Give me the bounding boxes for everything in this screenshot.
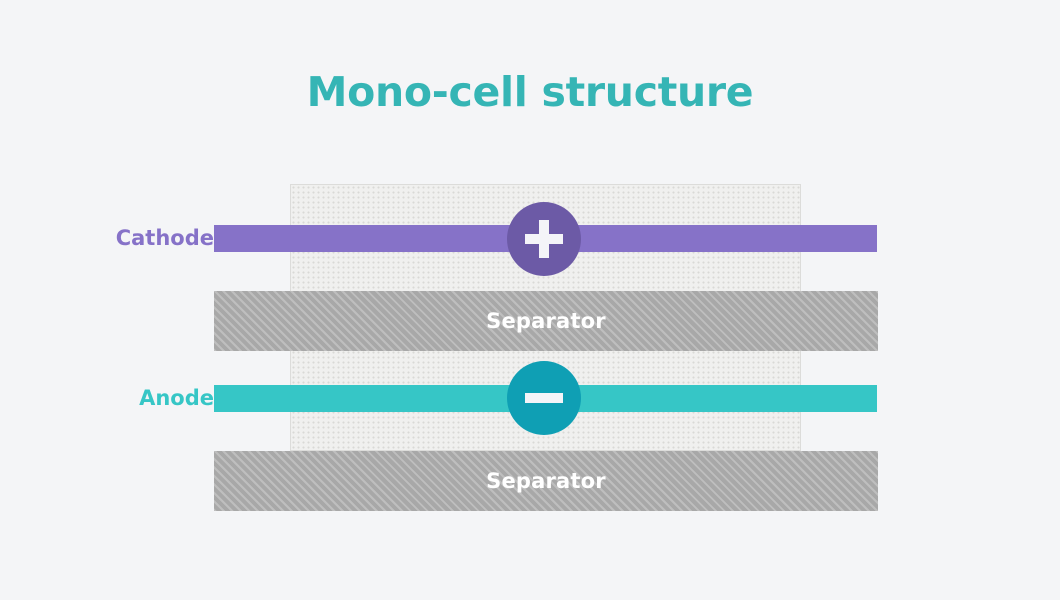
anode-polarity-badge	[507, 361, 581, 435]
separator-layer-top: Separator	[214, 291, 878, 351]
cathode-polarity-badge	[507, 202, 581, 276]
separator-layer-bottom: Separator	[214, 451, 878, 511]
anode-label: Anode	[139, 386, 214, 410]
separator-top-label: Separator	[486, 309, 606, 333]
minus-icon	[525, 379, 563, 417]
plus-icon	[525, 220, 563, 258]
page-title: Mono-cell structure	[306, 68, 754, 116]
separator-bottom-label: Separator	[486, 469, 606, 493]
cathode-label: Cathode	[115, 226, 214, 250]
